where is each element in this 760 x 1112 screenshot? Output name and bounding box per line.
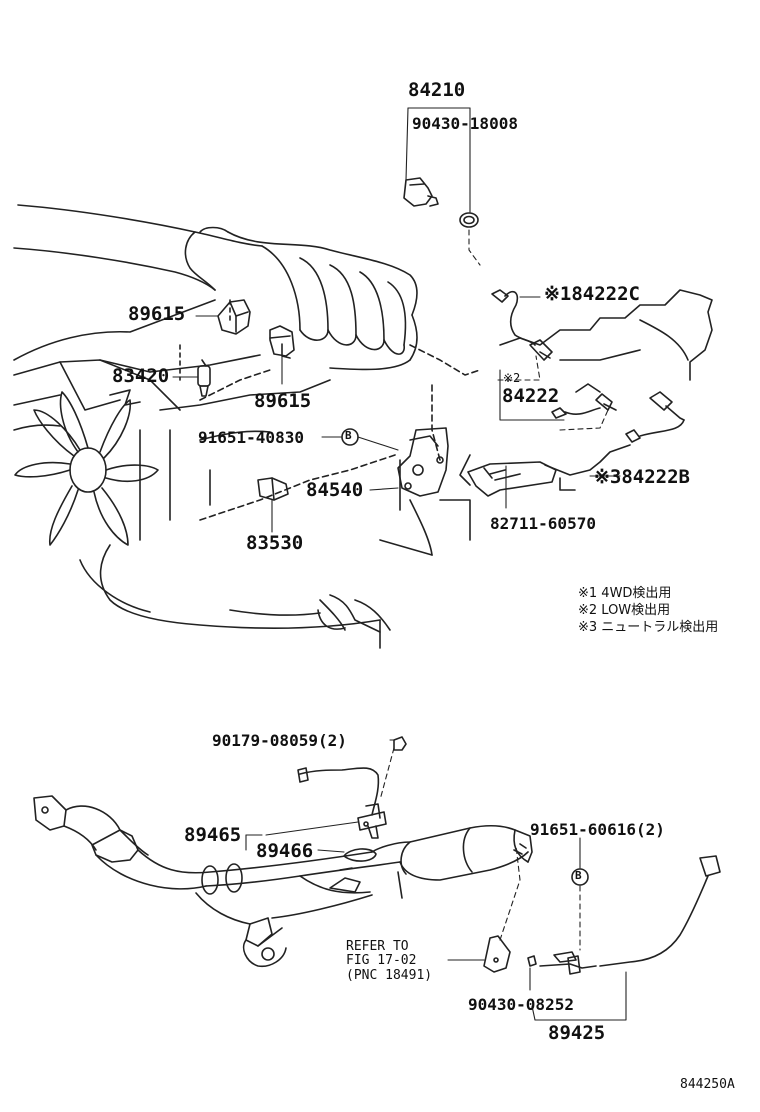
refer-note[interactable]: REFER TO FIG 17-02 (PNC 18491) [346,939,433,983]
part-label-84222c[interactable]: ※184222C [544,283,640,305]
refer-line-2: FIG 17-02 [346,953,417,969]
transmission-housing [319,289,713,649]
refer-line-1: REFER TO [346,939,409,954]
part-label-89465[interactable]: 89465 [184,824,242,846]
part-label-90430-08252[interactable]: 90430-08252 [468,995,574,1014]
part-84210-switch [403,177,439,207]
part-label-84222b[interactable]: ※384222B [594,466,690,488]
part-89466-gasket [343,848,377,862]
part-82711-bracket [467,461,557,497]
part-89615-sensor-a [217,299,251,335]
part-label-84210[interactable]: 84210 [408,79,466,101]
marker-b-top [341,428,359,446]
part-83420-sender [197,359,211,397]
part-84222-switch [551,383,617,419]
note-2: ※2 LOW検出用 [578,602,671,618]
part-label-83530[interactable]: 83530 [246,532,304,554]
part-label-89425[interactable]: 89425 [548,1022,606,1044]
marker-b-bottom-label: B [575,869,582,882]
marker-b-top-label: B [345,429,352,442]
part-label-89615-a[interactable]: 89615 [128,303,186,325]
part-84222b-switch [625,391,685,443]
cooling-fan [14,391,159,546]
part-84222c-switch [491,289,553,361]
exhaust-pipe [33,736,721,975]
note-1: ※1 4WD検出用 [578,586,672,601]
refer-bracket [483,935,511,973]
part-label-83420[interactable]: 83420 [112,365,170,387]
leader-lines-top [172,107,621,533]
notes-block: ※1 4WD検出用 ※2 LOW検出用 ※3 ニュートラル検出用 [578,586,718,637]
engine-block [13,204,713,649]
part-label-90430-18008[interactable]: 90430-18008 [412,114,518,133]
catalytic-converter [371,825,533,899]
refer-line-3: (PNC 18491) [346,967,433,983]
part-label-89615-b[interactable]: 89615 [254,390,312,412]
drawing-id: 844250A [680,1077,735,1092]
part-label-91651-40830[interactable]: 91651-40830 [198,428,304,447]
part-label-91651-60616[interactable]: 91651-60616(2) [530,820,665,839]
part-label-90179-08059[interactable]: 90179-08059(2) [212,731,347,750]
leader-lines-bottom [245,739,627,1021]
part-90179-nut [393,736,407,751]
note-mark-2: ※2 [503,371,521,385]
part-label-89466[interactable]: 89466 [256,840,314,862]
part-90430-gasket-bottom [527,955,537,967]
part-83530-switch [257,477,289,501]
part-84540-switch [397,427,449,497]
part-89465-oxygen-sensor [297,767,387,839]
marker-b-bottom [571,868,589,886]
part-label-84540[interactable]: 84540 [306,479,364,501]
part-89425-oxygen-sensor [539,855,721,975]
part-90430-gasket-top [459,212,479,228]
part-label-82711-60570[interactable]: 82711-60570 [490,514,596,533]
part-label-84222[interactable]: 84222 [502,385,560,407]
note-3: ※3 ニュートラル検出用 [578,619,719,635]
part-89615-sensor-b [269,325,295,359]
